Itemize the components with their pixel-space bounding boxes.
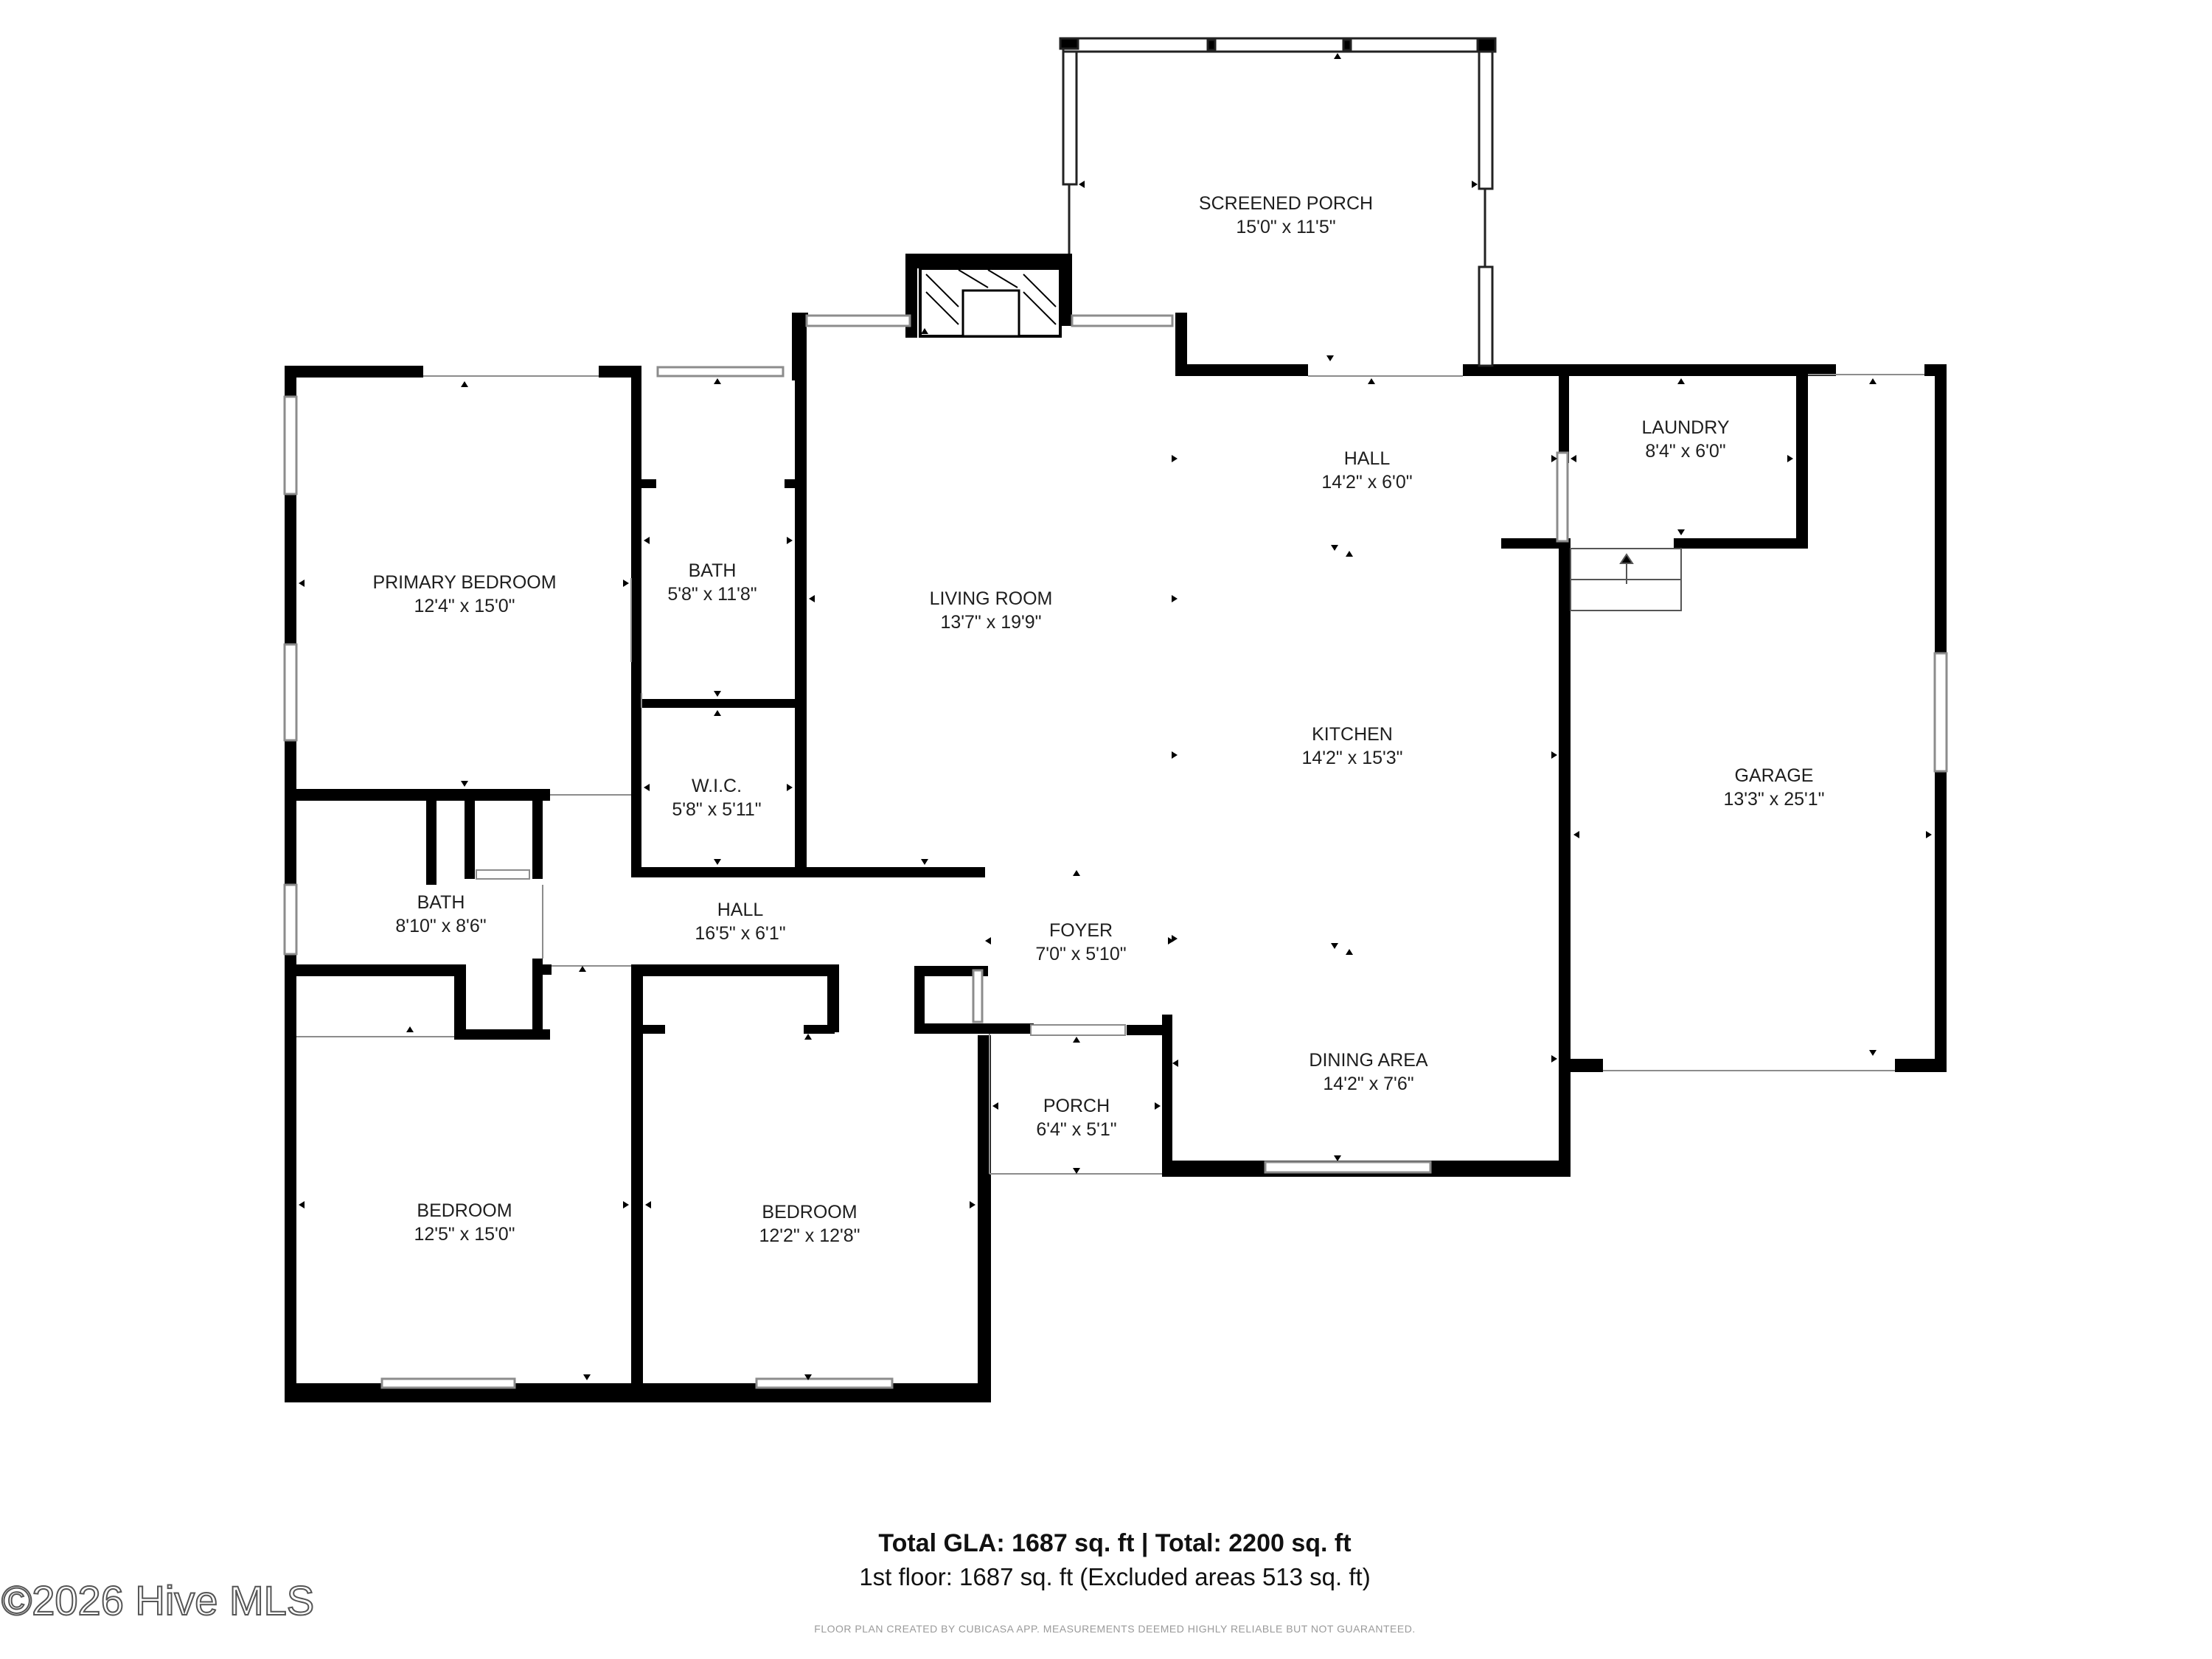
- room-foyer: FOYER 7'0" x 5'10": [1035, 920, 1126, 964]
- garage-steps: [1570, 548, 1682, 611]
- room-porch: PORCH 6'4" x 5'1": [1036, 1096, 1116, 1140]
- room-living-room: LIVING ROOM 13'7" x 19'9": [930, 588, 1053, 633]
- floor-plan-disclaimer: FLOOR PLAN CREATED BY CUBICASA APP. MEAS…: [814, 1623, 1415, 1635]
- room-dimensions: 16'5" x 6'1": [695, 923, 785, 944]
- room-screened-porch: SCREENED PORCH 15'0" x 11'5": [1199, 193, 1373, 237]
- room-name: LIVING ROOM: [930, 588, 1053, 609]
- screened-porch-frame: [1059, 37, 1497, 367]
- room-dimensions: 5'8" x 5'11": [672, 799, 761, 820]
- room-kitchen: KITCHEN 14'2" x 15'3": [1301, 724, 1402, 768]
- room-dimensions: 6'4" x 5'1": [1036, 1119, 1116, 1140]
- room-dimensions: 14'2" x 6'0": [1321, 472, 1412, 493]
- room-dimensions: 15'0" x 11'5": [1236, 217, 1335, 237]
- room-dimensions: 8'4" x 6'0": [1645, 441, 1725, 462]
- room-laundry: LAUNDRY 8'4" x 6'0": [1641, 417, 1729, 462]
- room-name: LAUNDRY: [1641, 417, 1729, 438]
- mls-watermark: ©2026 Hive MLS: [1, 1577, 314, 1624]
- room-dimensions: 13'3" x 25'1": [1723, 789, 1824, 810]
- room-bath-primary: BATH 5'8" x 11'8": [667, 560, 757, 605]
- room-name: BEDROOM: [762, 1202, 857, 1222]
- room-dining-area: DINING AREA 14'2" x 7'6": [1309, 1050, 1427, 1094]
- room-name: DINING AREA: [1309, 1050, 1427, 1071]
- room-name: W.I.C.: [692, 776, 742, 796]
- room-name: PRIMARY BEDROOM: [372, 572, 556, 593]
- room-name: BATH: [689, 560, 737, 581]
- dimension-markers: [299, 53, 1932, 1380]
- room-dimensions: 8'10" x 8'6": [395, 916, 486, 936]
- room-dimensions: 12'4" x 15'0": [414, 596, 515, 616]
- room-dimensions: 14'2" x 7'6": [1323, 1074, 1413, 1094]
- room-name: SCREENED PORCH: [1199, 193, 1373, 214]
- room-hall-lower: HALL 16'5" x 6'1": [695, 900, 785, 944]
- openings: [296, 374, 1924, 1175]
- room-name: KITCHEN: [1312, 724, 1393, 745]
- room-name: BEDROOM: [417, 1200, 512, 1221]
- room-name: FOYER: [1049, 920, 1113, 941]
- room-name: HALL: [717, 900, 764, 920]
- fireplace: [919, 267, 1062, 338]
- room-name: BATH: [417, 892, 465, 913]
- room-dimensions: 5'8" x 11'8": [667, 584, 757, 605]
- room-name: HALL: [1344, 448, 1391, 469]
- room-dimensions: 13'7" x 19'9": [940, 612, 1041, 633]
- room-bedroom-right: BEDROOM 12'2" x 12'8": [759, 1202, 860, 1246]
- windows: [283, 314, 1948, 1389]
- room-bedroom-left: BEDROOM 12'5" x 15'0": [414, 1200, 515, 1245]
- room-dimensions: 7'0" x 5'10": [1035, 944, 1126, 964]
- room-garage: GARAGE 13'3" x 25'1": [1723, 765, 1824, 810]
- room-name: PORCH: [1043, 1096, 1110, 1116]
- room-labels: SCREENED PORCH 15'0" x 11'5" PRIMARY BEDRO…: [372, 193, 1824, 1246]
- room-dimensions: 14'2" x 15'3": [1301, 748, 1402, 768]
- room-name: GARAGE: [1735, 765, 1814, 786]
- room-primary-bedroom: PRIMARY BEDROOM 12'4" x 15'0": [372, 572, 556, 616]
- floor-area-summary: 1st floor: 1687 sq. ft (Excluded areas 5…: [859, 1563, 1370, 1590]
- room-wic: W.I.C. 5'8" x 5'11": [672, 776, 761, 820]
- room-bath-hall: BATH 8'10" x 8'6": [395, 892, 486, 936]
- room-dimensions: 12'2" x 12'8": [759, 1225, 860, 1246]
- area-totals: Total GLA: 1687 sq. ft | Total: 2200 sq.…: [878, 1529, 1351, 1557]
- room-hall-upper: HALL 14'2" x 6'0": [1321, 448, 1412, 493]
- room-dimensions: 12'5" x 15'0": [414, 1224, 515, 1245]
